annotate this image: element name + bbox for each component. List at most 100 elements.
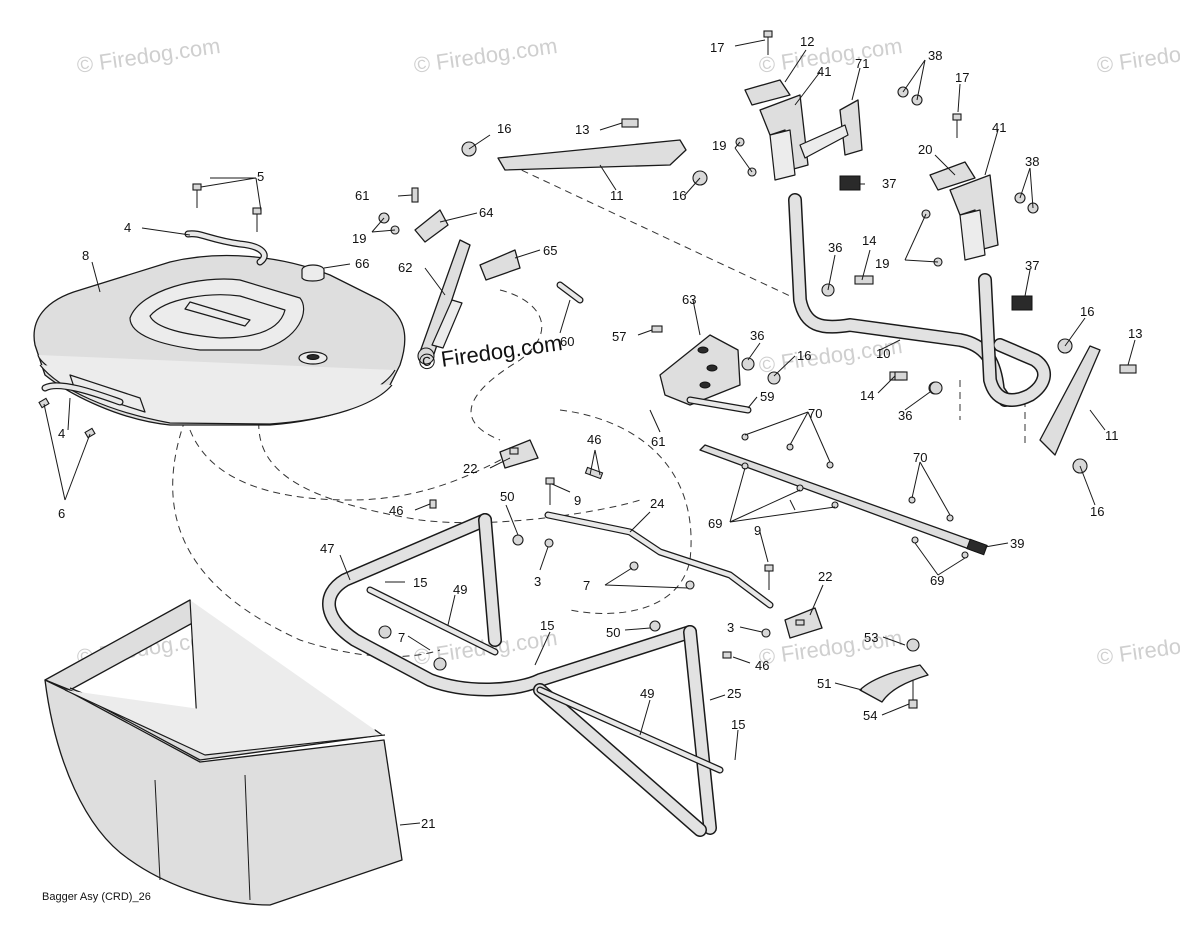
- bracket-part-63: [651, 325, 781, 414]
- leader-lines: [43, 39, 1136, 826]
- callout-41: 41: [992, 120, 1006, 135]
- callout-11: 11: [610, 188, 624, 203]
- callout-9: 9: [754, 523, 761, 538]
- callout-65: 65: [543, 243, 557, 258]
- callout-22: 22: [463, 461, 477, 476]
- callout-47: 47: [320, 541, 334, 556]
- callout-69: 69: [708, 516, 722, 531]
- main-frame-part-10: [788, 193, 1051, 407]
- callout-19: 19: [352, 231, 366, 246]
- callout-5: 5: [257, 169, 264, 184]
- callout-22: 22: [818, 569, 832, 584]
- callout-17: 17: [955, 70, 969, 85]
- callout-16: 16: [797, 348, 811, 363]
- callout-60: 60: [560, 334, 574, 349]
- callout-36: 36: [750, 328, 764, 343]
- callout-4: 4: [124, 220, 131, 235]
- callout-16: 16: [1080, 304, 1094, 319]
- callout-39: 39: [1010, 536, 1024, 551]
- bracket-part-22: [499, 439, 823, 639]
- callout-11: 11: [1105, 428, 1119, 443]
- watermark: © Firedog.com: [75, 33, 222, 78]
- callout-41: 41: [817, 64, 831, 79]
- callout-71: 71: [855, 56, 869, 71]
- arm-part-11-top: [461, 118, 708, 186]
- callout-61: 61: [651, 434, 665, 449]
- rod-part-24: [544, 511, 774, 609]
- callout-50: 50: [500, 489, 514, 504]
- diagram-caption: Bagger Asy (CRD)_26: [42, 891, 151, 903]
- watermark: © Firedog.com: [1095, 625, 1180, 670]
- callout-36: 36: [828, 240, 842, 255]
- plate-part-71: [799, 99, 863, 159]
- plug-part-66: [301, 264, 325, 282]
- callout-15: 15: [540, 618, 554, 633]
- clip-bracket-part-41-right: [929, 161, 999, 261]
- callout-19: 19: [712, 138, 726, 153]
- callout-25: 25: [727, 686, 741, 701]
- callout-21: 21: [421, 816, 435, 831]
- assembly-dash-lines: [172, 159, 1026, 658]
- callout-38: 38: [928, 48, 942, 63]
- callout-46: 46: [587, 432, 601, 447]
- callout-46: 46: [755, 658, 769, 673]
- callout-20: 20: [918, 142, 932, 157]
- callout-24: 24: [650, 496, 664, 511]
- callout-9: 9: [574, 493, 581, 508]
- callout-57: 57: [612, 329, 626, 344]
- callout-59: 59: [760, 389, 774, 404]
- callout-13: 13: [1128, 326, 1142, 341]
- callout-numbers: 17 12 71 41 38 17 41 20 38 37 37 19 19 1…: [58, 34, 1142, 831]
- callout-14: 14: [860, 388, 874, 403]
- callout-62: 62: [398, 260, 412, 275]
- cap-part-37: [839, 175, 1033, 311]
- bag-lid-part-8: [33, 254, 406, 426]
- callout-8: 8: [82, 248, 89, 263]
- callout-10: 10: [876, 346, 890, 361]
- callout-63: 63: [682, 292, 696, 307]
- callout-3: 3: [534, 574, 541, 589]
- watermark: © Firedog.com: [757, 625, 904, 670]
- callout-70: 70: [808, 406, 822, 421]
- callout-7: 7: [583, 578, 590, 593]
- callout-70: 70: [913, 450, 927, 465]
- callout-12: 12: [800, 34, 814, 49]
- clip-bracket-part-41-left: [744, 79, 809, 181]
- callout-66: 66: [355, 256, 369, 271]
- callout-69: 69: [930, 573, 944, 588]
- callout-50: 50: [606, 625, 620, 640]
- callout-54: 54: [863, 708, 877, 723]
- callout-16: 16: [497, 121, 511, 136]
- bolt-part-9: [544, 477, 774, 638]
- callout-13: 13: [575, 122, 589, 137]
- callout-49: 49: [453, 582, 467, 597]
- support-bar-part-39: [699, 433, 988, 559]
- callout-49: 49: [640, 686, 654, 701]
- arm-part-11-right: [1039, 338, 1137, 474]
- callout-51: 51: [817, 676, 831, 691]
- callout-7: 7: [398, 630, 405, 645]
- callout-4: 4: [58, 426, 65, 441]
- callout-16: 16: [1090, 504, 1104, 519]
- callout-53: 53: [864, 630, 878, 645]
- bag-part-21: [44, 599, 403, 906]
- callout-37: 37: [1025, 258, 1039, 273]
- callout-15: 15: [731, 717, 745, 732]
- callout-36: 36: [898, 408, 912, 423]
- callout-15: 15: [413, 575, 427, 590]
- callout-61: 61: [355, 188, 369, 203]
- callout-3: 3: [727, 620, 734, 635]
- callout-64: 64: [479, 205, 493, 220]
- callout-6: 6: [58, 506, 65, 521]
- handle-part-4-top: [184, 230, 268, 266]
- callout-17: 17: [710, 40, 724, 55]
- callout-38: 38: [1025, 154, 1039, 169]
- bag-frame-part-47: [322, 499, 732, 837]
- callout-37: 37: [882, 176, 896, 191]
- callout-46: 46: [389, 503, 403, 518]
- watermark: © Firedog.com: [412, 33, 559, 78]
- callout-16: 16: [672, 188, 686, 203]
- callout-19: 19: [875, 256, 889, 271]
- latch-part-51: [859, 638, 929, 709]
